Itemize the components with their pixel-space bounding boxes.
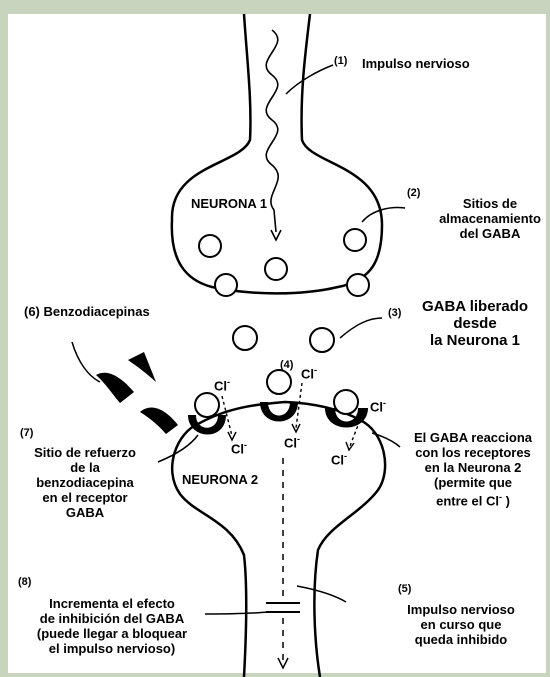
label-chloride: Cl- (301, 363, 317, 381)
label-number-7: (7) (20, 426, 33, 441)
gaba-molecule (310, 328, 334, 352)
leader-line (205, 612, 268, 614)
label-sitio-refuerzo: Sitio de refuerzo de la benzodiacepina e… (10, 445, 160, 520)
leader-line (297, 586, 346, 602)
vesicle (199, 235, 221, 257)
label-chloride: Cl- (231, 438, 247, 456)
vesicle-releasing (215, 274, 237, 296)
label-chloride: Cl- (331, 449, 347, 467)
leader-line (72, 342, 100, 382)
label-number-1: (1) (334, 54, 347, 69)
bound-gaba (195, 393, 219, 417)
label-chloride: Cl- (214, 375, 230, 393)
label-impulso-nervioso: Impulso nervioso (362, 56, 470, 71)
label-impulso-en-curso: Impulso nervioso en curso que queda inhi… (388, 602, 534, 647)
leader-line (362, 208, 405, 222)
chloride-arrowhead (346, 442, 354, 450)
vesicle (265, 258, 287, 280)
label-number-8: (8) (18, 575, 31, 590)
label-number-2: (2) (407, 186, 420, 201)
leader-line (158, 435, 198, 462)
label-neurona-2: NEURONA 2 (182, 472, 258, 487)
label-number-4: (4) (280, 358, 293, 373)
benzodiazepine-molecule (96, 373, 134, 403)
label-number-3: (3) (388, 306, 401, 321)
label-benzodiacepinas: (6) Benzodiacepinas (24, 304, 150, 319)
label-chloride: Cl- (284, 432, 300, 450)
label-incrementa-efecto: Incrementa el efecto de inhibición del G… (12, 596, 212, 656)
impulse-wave (266, 30, 278, 232)
label-gaba-liberado: GABA liberado desde la Neurona 1 (408, 298, 542, 349)
benzodiazepine-molecule (140, 408, 178, 434)
vesicle (344, 229, 366, 251)
bound-gaba (334, 390, 358, 414)
label-number-5: (5) (398, 582, 411, 597)
benzodiazepine-molecule (128, 352, 156, 382)
leader-line (286, 65, 333, 94)
label-sitios-almacenamiento: Sitios de almacenamiento del GABA (430, 196, 550, 241)
label-gaba-reacciona: El GABA reacciona con los receptores en … (398, 430, 548, 508)
leader-line (340, 318, 382, 338)
label-neurona-1: NEURONA 1 (191, 196, 267, 211)
vesicle-releasing (347, 274, 369, 296)
gaba-molecule (233, 326, 257, 350)
bound-gaba (267, 370, 291, 394)
gaba-receptor (260, 402, 298, 422)
label-chloride: Cl- (370, 396, 386, 414)
